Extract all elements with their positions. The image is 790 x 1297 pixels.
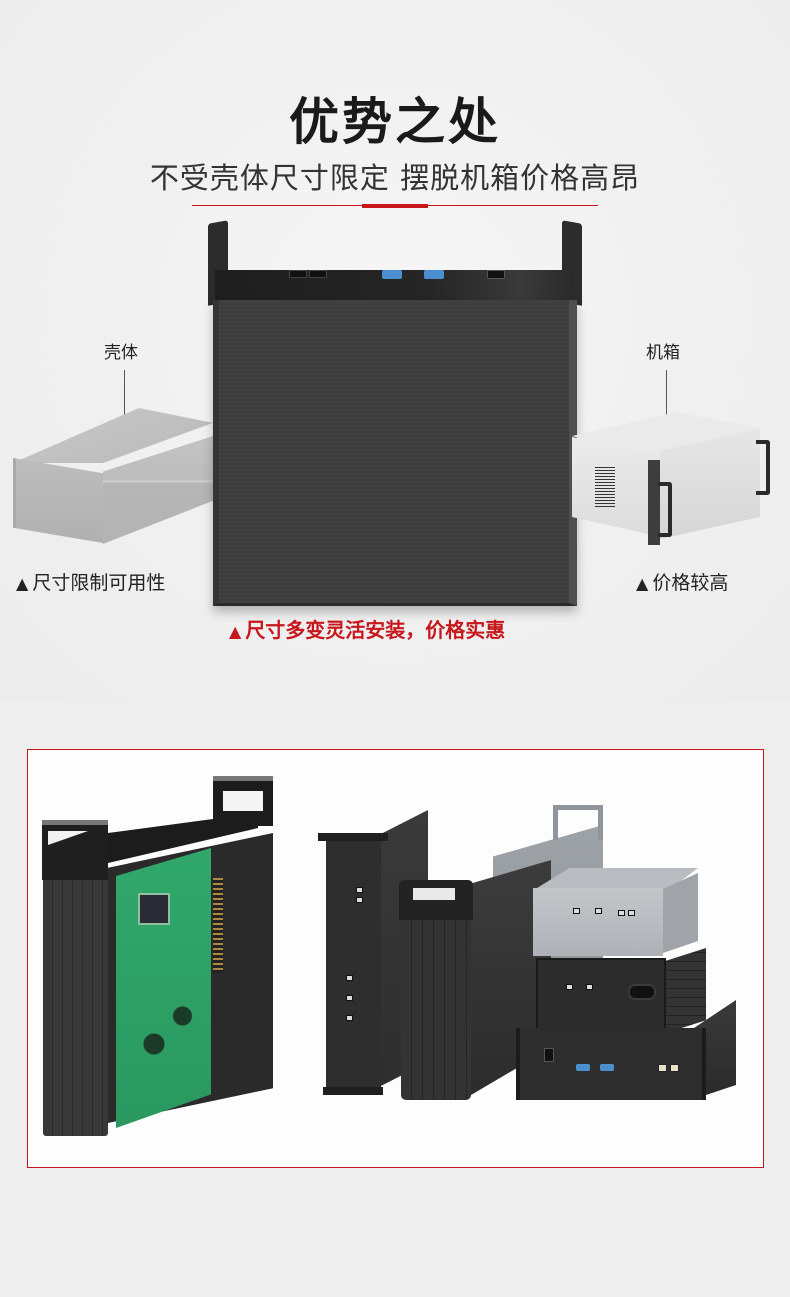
usb-port-icon — [289, 270, 307, 278]
section-title: 优势之处 — [289, 93, 501, 151]
handle-tower-case-image — [393, 860, 553, 1100]
ethernet-port-icon — [658, 1064, 667, 1072]
triangle-icon: ▲ — [229, 622, 242, 641]
open-enclosure-with-pcb-image — [38, 768, 273, 1138]
title-divider-accent — [362, 204, 428, 208]
vga-port-icon — [382, 270, 402, 279]
circuit-board — [116, 848, 211, 1128]
product-gallery-box — [27, 749, 764, 1168]
case-body — [213, 300, 577, 606]
enclosure-label: 壳体 — [104, 343, 138, 363]
advantage-caption-text: 尺寸多变灵活安装，价格实惠 — [245, 618, 506, 642]
vga-port-icon — [576, 1064, 590, 1071]
section-subtitle: 不受壳体尺寸限定 摆脱机箱价格高昂 — [149, 161, 641, 195]
power-port-icon — [487, 270, 505, 279]
slim-tower-case-image — [318, 805, 428, 1095]
chassis-caption-text: 价格较高 — [652, 572, 729, 594]
vga-port-icon — [600, 1064, 614, 1071]
power-socket-icon — [628, 984, 656, 1000]
chassis-leader-line — [666, 370, 667, 448]
enclosure-caption: ▲尺寸限制可用性 — [16, 571, 165, 596]
flat-box-case-image — [516, 1000, 736, 1105]
enclosure-leader-line — [124, 370, 125, 448]
ethernet-port-icon — [670, 1064, 679, 1072]
usb-port-icon — [309, 270, 327, 278]
chassis-caption: ▲价格较高 — [636, 571, 728, 596]
triangle-icon: ▲ — [16, 574, 29, 593]
advantage-caption: ▲尺寸多变灵活安装，价格实惠 — [229, 617, 505, 645]
vga-port-icon — [424, 270, 444, 279]
power-switch-icon — [544, 1048, 554, 1062]
chassis-label: 机箱 — [646, 343, 680, 363]
black-box-case-image — [536, 948, 706, 1038]
triangle-icon: ▲ — [636, 574, 649, 593]
advantages-section: 优势之处 不受壳体尺寸限定 摆脱机箱价格高昂 壳体 ▲尺寸限制可用性 — [0, 0, 790, 700]
enclosure-caption-text: 尺寸限制可用性 — [32, 572, 166, 594]
chip-icon — [138, 893, 170, 925]
custom-aluminum-case-image — [205, 220, 585, 610]
silver-box-case-image — [533, 868, 698, 956]
rack-chassis-image — [570, 412, 775, 552]
plastic-enclosure-image — [10, 408, 213, 553]
